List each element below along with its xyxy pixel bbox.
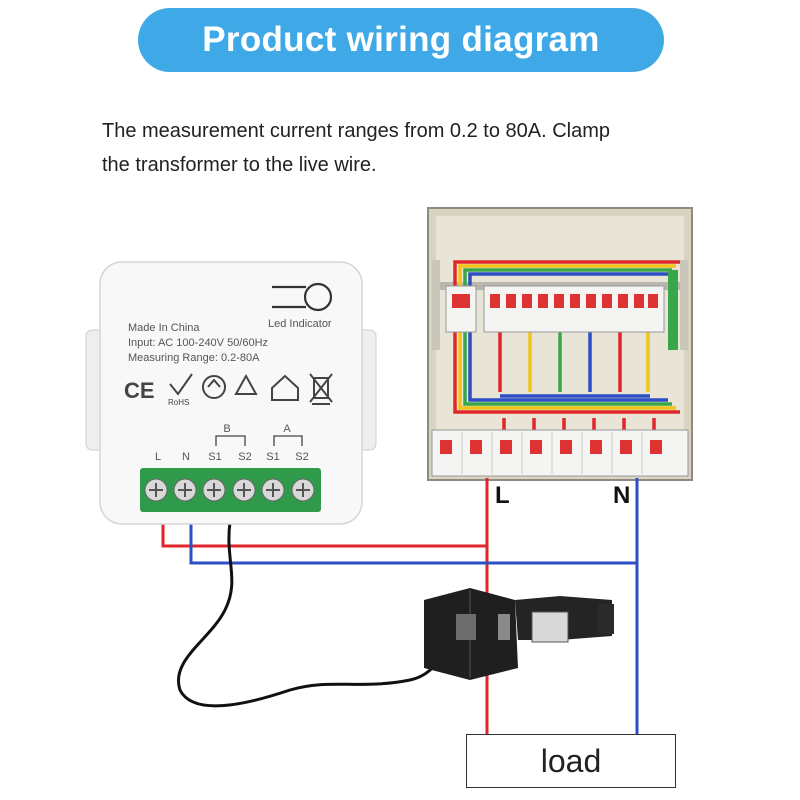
- live-label: L: [495, 482, 510, 509]
- description: The measurement current ranges from 0.2 …: [102, 114, 742, 182]
- certification-icons: [169, 373, 333, 405]
- terminal-screw-icon: [232, 478, 256, 502]
- led-indicator-icon: [272, 282, 333, 312]
- load-box: load: [466, 734, 676, 788]
- terminal-label: S1: [208, 451, 221, 463]
- weee-bin-icon: [309, 373, 333, 405]
- terminal-screw-icon: [291, 478, 315, 502]
- page-title: Product wiring diagram: [202, 20, 600, 59]
- device-live-wire: [161, 522, 487, 548]
- recycle-icon: [234, 373, 258, 395]
- checkmark-icon: [169, 373, 193, 396]
- neutral-label: N: [613, 482, 630, 509]
- rohs-mark: RoHS: [168, 398, 189, 407]
- description-line-1: The measurement current ranges from 0.2 …: [102, 120, 611, 142]
- terminal-group-brackets: [215, 435, 303, 446]
- device-text: Made In China Input: AC 100-240V 50/60Hz…: [124, 318, 332, 463]
- measuring-range-text: Measuring Range: 0.2-80A: [128, 352, 260, 364]
- terminal-label: N: [182, 451, 190, 463]
- panel-wiring: [453, 260, 680, 430]
- wires: [161, 478, 639, 736]
- terminal-label: S2: [295, 451, 308, 463]
- meter-device: [85, 261, 377, 525]
- group-b-label: B: [223, 423, 230, 435]
- terminal-screw-icon: [144, 478, 168, 502]
- terminal-screw-icon: [202, 478, 226, 502]
- ct-cable: [176, 521, 447, 708]
- distribution-panel: [427, 207, 693, 481]
- title-banner: Product wiring diagram: [138, 8, 664, 72]
- load-label: load: [540, 742, 602, 779]
- panel-labels: L N: [495, 482, 630, 509]
- device-neutral-wire: [189, 522, 637, 565]
- description-line-2: the transformer to the live wire.: [102, 154, 377, 176]
- terminal-screw-icon: [173, 478, 197, 502]
- input-spec-text: Input: AC 100-240V 50/60Hz: [128, 337, 268, 349]
- breaker-row-bottom: [431, 429, 689, 477]
- current-clamp: [424, 588, 614, 680]
- made-in-text: Made In China: [128, 322, 200, 334]
- terminal-block: [140, 468, 321, 512]
- terminal-label: L: [155, 451, 161, 463]
- ce-mark: CE: [124, 378, 155, 403]
- terminal-screw-icon: [261, 478, 285, 502]
- house-icon: [271, 374, 299, 401]
- led-indicator-label: Led Indicator: [268, 318, 332, 330]
- recycle-arrow-icon: [202, 375, 226, 399]
- terminal-label: S2: [238, 451, 251, 463]
- terminal-label: S1: [266, 451, 279, 463]
- group-a-label: A: [283, 423, 291, 435]
- breaker-row-top: [445, 270, 678, 350]
